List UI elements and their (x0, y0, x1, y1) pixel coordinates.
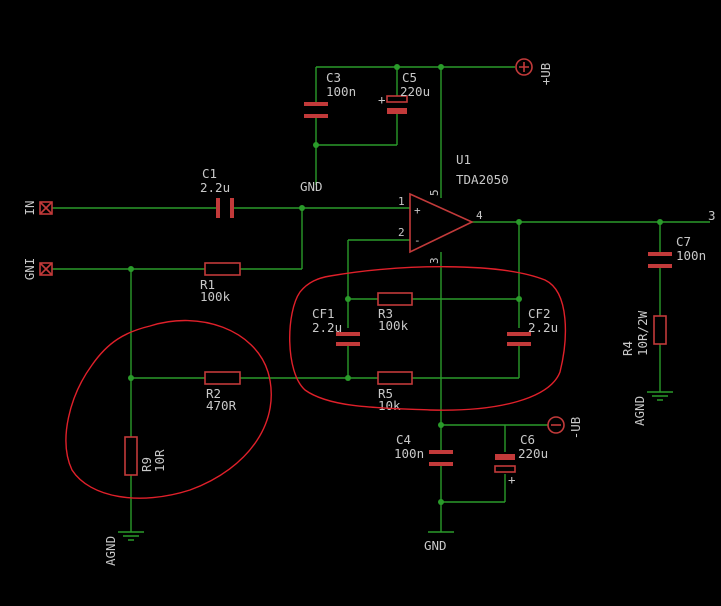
c1-value: 2.2u (200, 180, 230, 195)
u1-value: TDA2050 (456, 172, 509, 187)
r5-ref: R5 (378, 386, 393, 401)
r4-value: 10R/2W (635, 310, 650, 356)
port-in: IN (22, 200, 53, 216)
port-gni-label: GNI (22, 258, 37, 281)
c3-value: 100n (326, 84, 356, 99)
u1-ref: U1 (456, 152, 471, 167)
c1-ref: C1 (202, 166, 217, 181)
resistor-r4: R4 10R/2W (620, 310, 667, 356)
capacitor-c4: C4 100n (394, 432, 453, 466)
u1-minus: - (414, 234, 421, 247)
u1-pin-4: 4 (476, 209, 483, 222)
capacitor-c5: + C5 220u (378, 70, 430, 114)
resistor-r2: R2 470R (204, 371, 241, 413)
port-gni: GNI (22, 258, 53, 281)
junctions (128, 64, 663, 505)
cf2-value: 2.2u (528, 320, 558, 335)
annotation-loops (65, 266, 567, 499)
c4-value: 100n (394, 446, 424, 461)
c5-ref: C5 (402, 70, 417, 85)
ground-symbol-top: GND (300, 179, 323, 194)
r1-ref: R1 (200, 277, 215, 292)
r9-value: 10R (152, 449, 167, 472)
c7-ref: C7 (676, 234, 691, 249)
supply-minus-ub: -UB (547, 416, 583, 440)
u1-plus: + (414, 204, 421, 217)
u1-pin-3: 3 (428, 257, 441, 264)
c7-value: 100n (676, 248, 706, 263)
annotation-loop-right (289, 266, 567, 411)
supply-plus-ub: +UB (515, 58, 553, 86)
r5-value: 10k (378, 398, 401, 413)
capacitor-c7: C7 100n (648, 234, 706, 268)
plus-ub-label: +UB (538, 63, 553, 86)
u1-pin-5: 5 (428, 189, 441, 196)
capacitor-cf1: CF1 2.2u (312, 306, 360, 346)
gnd-bottom-label: GND (424, 538, 447, 553)
r4-ref: R4 (620, 341, 635, 356)
resistor-r9: R9 10R (124, 436, 167, 476)
ground-symbol-agnd-right: AGND (632, 391, 673, 426)
agnd-left-label: AGND (103, 536, 118, 566)
c6-polarity: + (508, 472, 516, 487)
wires (52, 66, 710, 532)
r2-ref: R2 (206, 386, 221, 401)
agnd-right-label: AGND (632, 396, 647, 426)
c5-polarity: + (378, 92, 386, 107)
r1-value: 100k (200, 289, 231, 304)
annotation-loop-left (65, 319, 272, 499)
c4-ref: C4 (396, 432, 411, 447)
capacitor-cf2: CF2 2.2u (507, 306, 558, 346)
capacitor-c3: C3 100n (304, 70, 356, 118)
r3-ref: R3 (378, 306, 393, 321)
c6-value: 220u (518, 446, 548, 461)
r9-ref: R9 (139, 457, 154, 472)
output-net-label: 3 (708, 208, 716, 223)
resistor-r5: R5 10k (377, 371, 413, 413)
ground-symbol-agnd-left: AGND (103, 531, 144, 566)
c6-ref: C6 (520, 432, 535, 447)
gnd-top-label: GND (300, 179, 323, 194)
c5-value: 220u (400, 84, 430, 99)
port-in-label: IN (22, 200, 37, 215)
r2-value: 470R (206, 398, 237, 413)
opamp-u1: + - 1 2 3 4 5 U1 TDA2050 (398, 152, 509, 264)
u1-pin-1: 1 (398, 195, 405, 208)
cf1-ref: CF1 (312, 306, 335, 321)
cf2-ref: CF2 (528, 306, 551, 321)
c3-ref: C3 (326, 70, 341, 85)
capacitor-c1: C1 2.2u (200, 166, 234, 218)
u1-pin-2: 2 (398, 226, 405, 239)
r3-value: 100k (378, 318, 409, 333)
ground-symbol-bottom: GND (424, 531, 454, 553)
capacitor-c6: + C6 220u (494, 432, 548, 487)
resistor-r1: R1 100k (200, 262, 241, 304)
cf1-value: 2.2u (312, 320, 342, 335)
resistor-r3: R3 100k (377, 292, 413, 333)
minus-ub-label: -UB (568, 417, 583, 440)
